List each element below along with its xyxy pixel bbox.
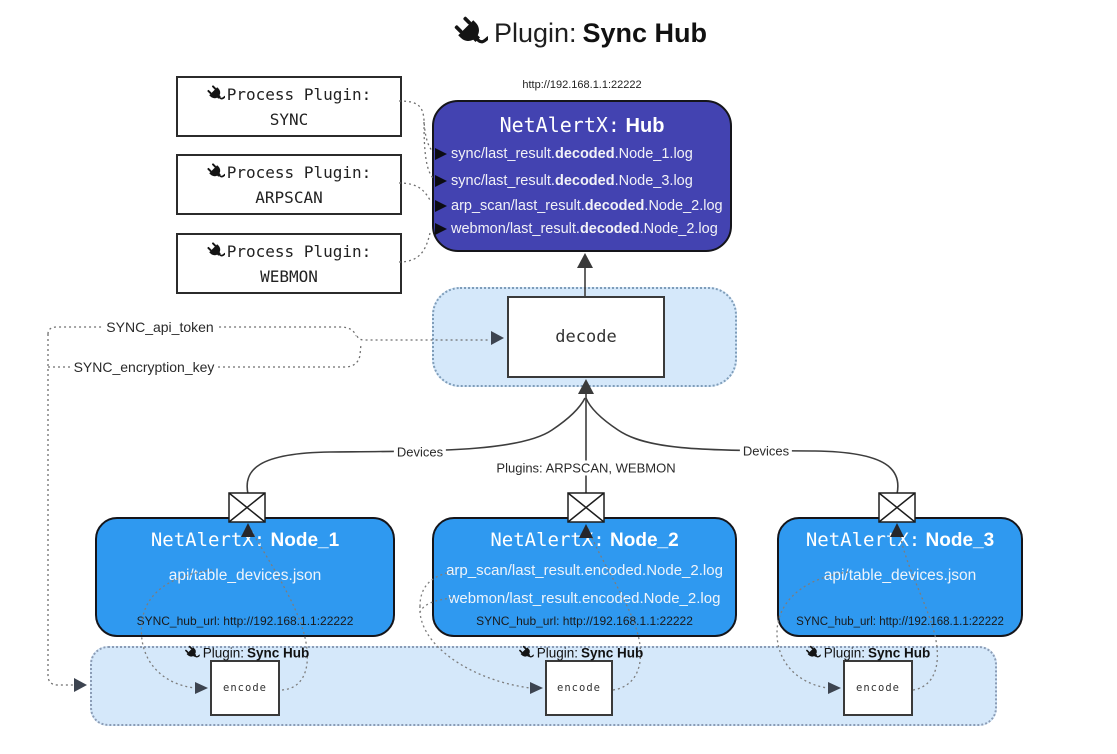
arrow-right-icon bbox=[435, 148, 447, 160]
arrow-right-icon bbox=[435, 200, 447, 212]
node-title: NetAlertX: Node_1 bbox=[150, 529, 340, 551]
hub-file-row: webmon/last_result.decoded.Node_2.log bbox=[435, 219, 718, 239]
netalertx-node3-box: NetAlertX: Node_3 api/table_devices.json… bbox=[777, 517, 1023, 637]
sync-api-token-label: SYNC_api_token bbox=[103, 319, 217, 335]
netalertx-node1-box: NetAlertX: Node_1 api/table_devices.json… bbox=[95, 517, 395, 637]
plug-icon bbox=[453, 16, 488, 50]
plug-icon bbox=[518, 645, 534, 661]
process-plugin-label: Process Plugin: bbox=[226, 162, 372, 182]
plug-icon bbox=[206, 85, 225, 103]
encode-label: encode bbox=[223, 682, 267, 694]
encode-box: encode bbox=[210, 660, 280, 716]
arrow-right-icon bbox=[435, 223, 447, 235]
process-plugin-label: Process Plugin: bbox=[226, 84, 372, 104]
plug-icon bbox=[184, 645, 200, 661]
plug-icon bbox=[206, 163, 225, 181]
sync-encryption-key-label: SYNC_encryption_key bbox=[70, 359, 218, 375]
plug-icon bbox=[805, 645, 821, 661]
encode-label: encode bbox=[557, 682, 601, 694]
encode-label: encode bbox=[856, 682, 900, 694]
plug-icon bbox=[206, 242, 225, 260]
hub-title: NetAlertX: Hub bbox=[434, 113, 730, 138]
encode-box: encode bbox=[545, 660, 613, 716]
process-plugin-name: WEBMON bbox=[260, 266, 318, 286]
netalertx-node2-box: NetAlertX: Node_2 arp_scan/last_result.e… bbox=[432, 517, 737, 637]
bar-plugin-label: Plugin:Sync Hub bbox=[184, 645, 309, 661]
node-file: api/table_devices.json bbox=[168, 567, 322, 584]
node-file: arp_scan/last_result.encoded.Node_2.log bbox=[446, 562, 723, 579]
process-plugin-label: Process Plugin: bbox=[226, 241, 372, 261]
hub-file-row: sync/last_result.decoded.Node_3.log bbox=[435, 171, 693, 191]
process-plugin-sync-box: Process Plugin: SYNC bbox=[176, 76, 402, 137]
hub-file-row: arp_scan/last_result.decoded.Node_2.log bbox=[435, 196, 723, 216]
node-hub-url: SYNC_hub_url: http://192.168.1.1:22222 bbox=[136, 614, 354, 628]
hub-title-name: Hub bbox=[625, 115, 665, 137]
process-plugin-arpscan-box: Process Plugin: ARPSCAN bbox=[176, 154, 402, 215]
arrow-right-icon bbox=[435, 175, 447, 187]
hub-url-label: http://192.168.1.1:22222 bbox=[522, 79, 642, 91]
node-file: webmon/last_result.encoded.Node_2.log bbox=[448, 590, 721, 607]
process-plugin-name: SYNC bbox=[269, 109, 309, 129]
node-hub-url: SYNC_hub_url: http://192.168.1.1:22222 bbox=[476, 614, 693, 628]
title-prefix: Plugin: bbox=[493, 17, 577, 48]
page-title: Plugin: Sync Hub bbox=[22, 16, 1117, 50]
node-title: NetAlertX: Node_3 bbox=[805, 529, 995, 551]
hub-file-row: sync/last_result.decoded.Node_1.log bbox=[435, 144, 693, 164]
hub-title-prefix: NetAlertX: bbox=[499, 113, 620, 137]
title-name: Sync Hub bbox=[582, 17, 708, 48]
decode-label: decode bbox=[555, 327, 617, 347]
devices-right-label: Devices bbox=[739, 443, 793, 459]
plugins-center-label: Plugins: ARPSCAN, WEBMON bbox=[493, 460, 679, 476]
decode-box: decode bbox=[507, 296, 665, 378]
process-plugin-webmon-box: Process Plugin: WEBMON bbox=[176, 233, 402, 294]
encode-box: encode bbox=[843, 660, 913, 716]
netalertx-hub-box: NetAlertX: Hub sync/last_result.decoded.… bbox=[432, 100, 732, 252]
node-title: NetAlertX: Node_2 bbox=[490, 529, 679, 551]
bar-plugin-label: Plugin:Sync Hub bbox=[805, 645, 930, 661]
node-hub-url: SYNC_hub_url: http://192.168.1.1:22222 bbox=[796, 616, 1004, 628]
bar-plugin-label: Plugin:Sync Hub bbox=[518, 645, 643, 661]
node-file: api/table_devices.json bbox=[823, 567, 977, 584]
process-plugin-name: ARPSCAN bbox=[255, 187, 323, 207]
devices-left-label: Devices bbox=[393, 444, 447, 460]
